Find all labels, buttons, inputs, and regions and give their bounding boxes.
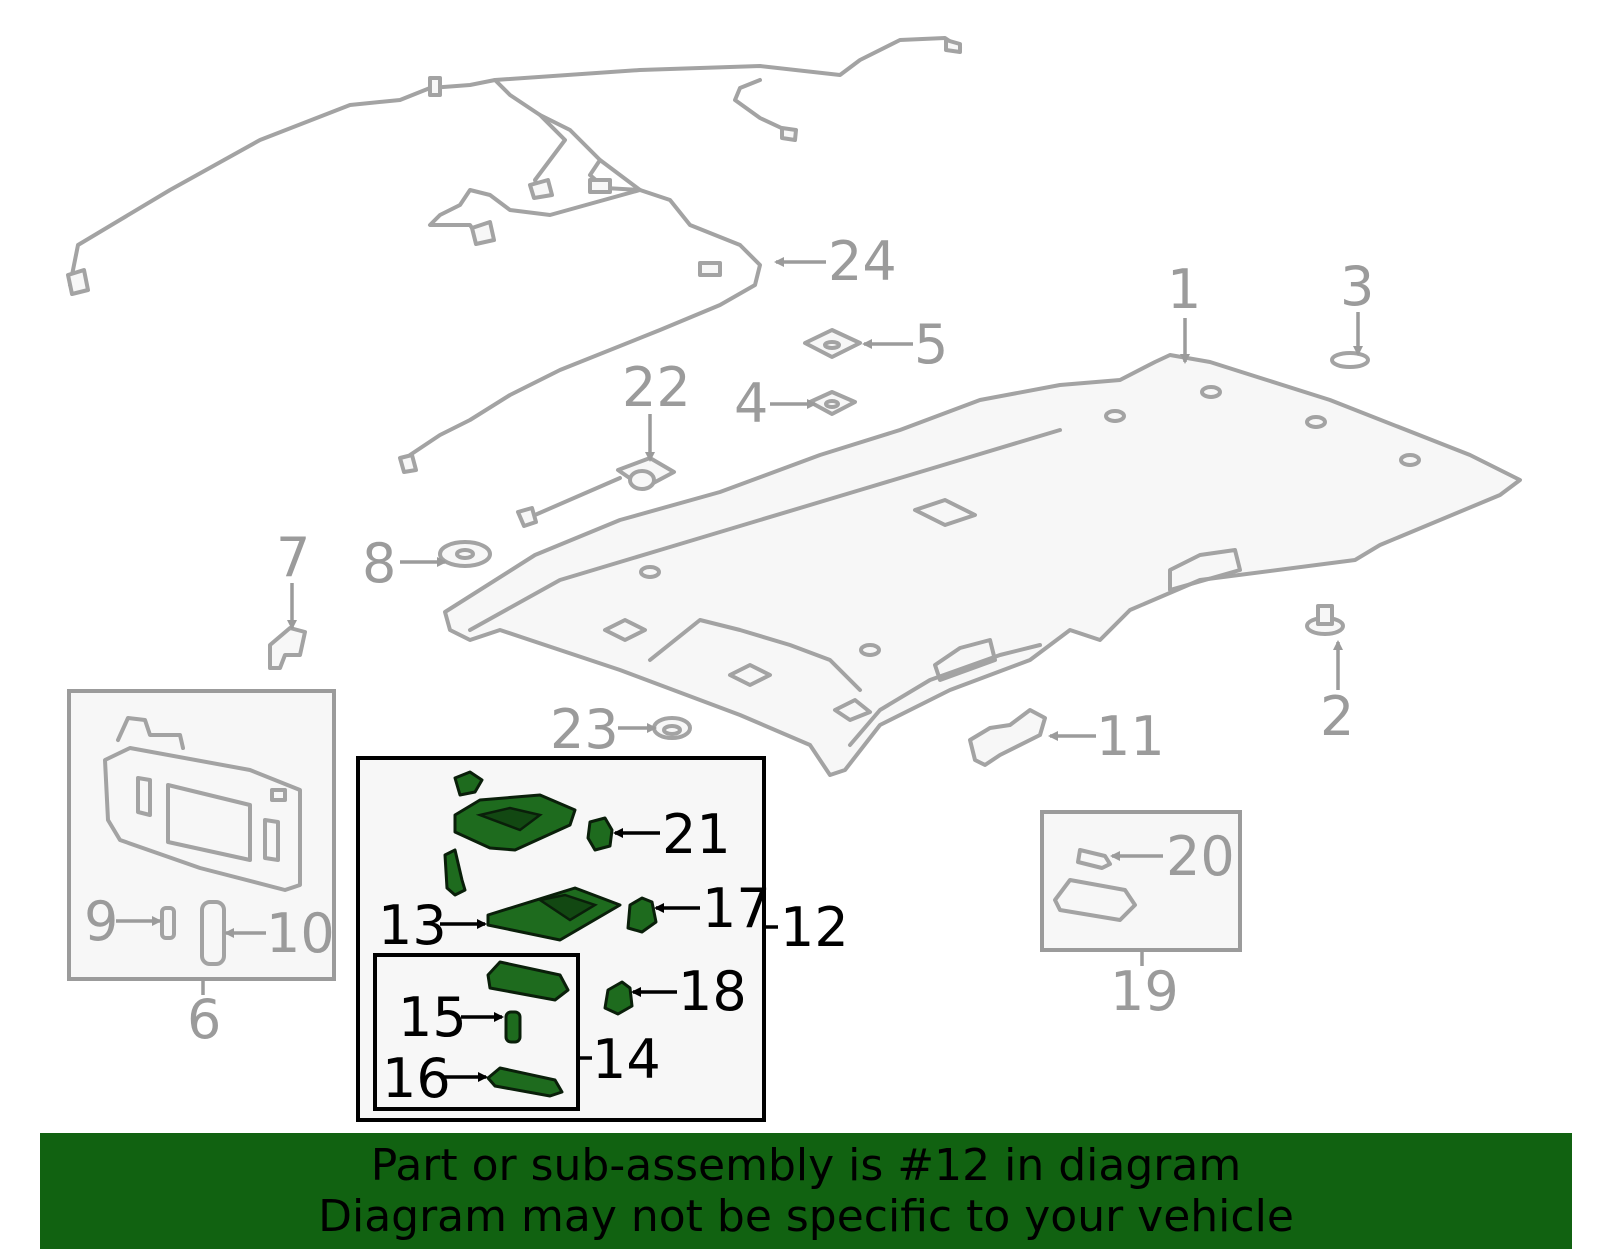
part-9-visor-clip [160,906,176,940]
info-banner: Part or sub-assembly is #12 in diagram D… [40,1133,1572,1249]
callout-20: 20 [1166,825,1235,888]
banner-line-disclaimer: Diagram may not be specific to your vehi… [318,1191,1294,1242]
part-23-clip [652,716,692,740]
part-2-clip [1305,604,1345,636]
callout-24: 24 [828,230,897,293]
callout-10: 10 [266,902,335,965]
part-1-headliner [443,353,1522,777]
part-24-wiring-harness [66,36,962,474]
callout-4: 4 [734,372,768,435]
part-22-antenna [516,456,676,528]
part-11-grab-handle [968,708,1047,767]
callout-12: 12 [780,896,849,959]
part-10-visor-retainer [200,900,226,966]
callout-13: 13 [378,894,447,957]
part-18-switch [603,980,634,1016]
part-19-lamp [1053,878,1137,922]
callout-15: 15 [398,986,467,1049]
callout-2: 2 [1320,685,1354,748]
part-17-switch [626,896,658,934]
part-16-lens [486,1066,564,1098]
callout-1: 1 [1167,258,1201,321]
callout-16: 16 [382,1047,451,1110]
part-15-bulb [504,1010,522,1044]
part-4-clip [808,390,857,416]
part-7-bracket [268,626,307,670]
part-14-lamp-assembly [486,960,570,1002]
callout-labels: 24 1 3 5 4 22 8 7 2 11 23 9 10 6 20 19 2… [84,230,1374,1110]
callout-6: 6 [187,988,221,1051]
callout-17: 17 [702,877,771,940]
part-6-sun-visor [103,716,302,892]
callout-23: 23 [550,698,619,761]
part-5-clip [803,328,862,359]
banner-line-part-number: Part or sub-assembly is #12 in diagram [370,1140,1242,1191]
callout-8: 8 [362,532,396,595]
callout-3: 3 [1340,255,1374,318]
callout-9: 9 [84,890,118,953]
callout-22: 22 [622,356,691,419]
callout-18: 18 [678,960,747,1023]
callout-21: 21 [662,803,731,866]
callout-14: 14 [592,1028,661,1091]
part-20-bulb [1076,848,1112,870]
part-8-grommet [438,540,492,568]
part-21-switch [586,816,614,852]
callout-5: 5 [914,313,948,376]
callout-11: 11 [1096,705,1165,768]
callout-arrows [116,257,1363,1082]
part-12-overhead-console [443,770,622,942]
part-3-grommet [1330,351,1370,369]
callout-19: 19 [1110,960,1179,1023]
callout-7: 7 [276,526,310,589]
